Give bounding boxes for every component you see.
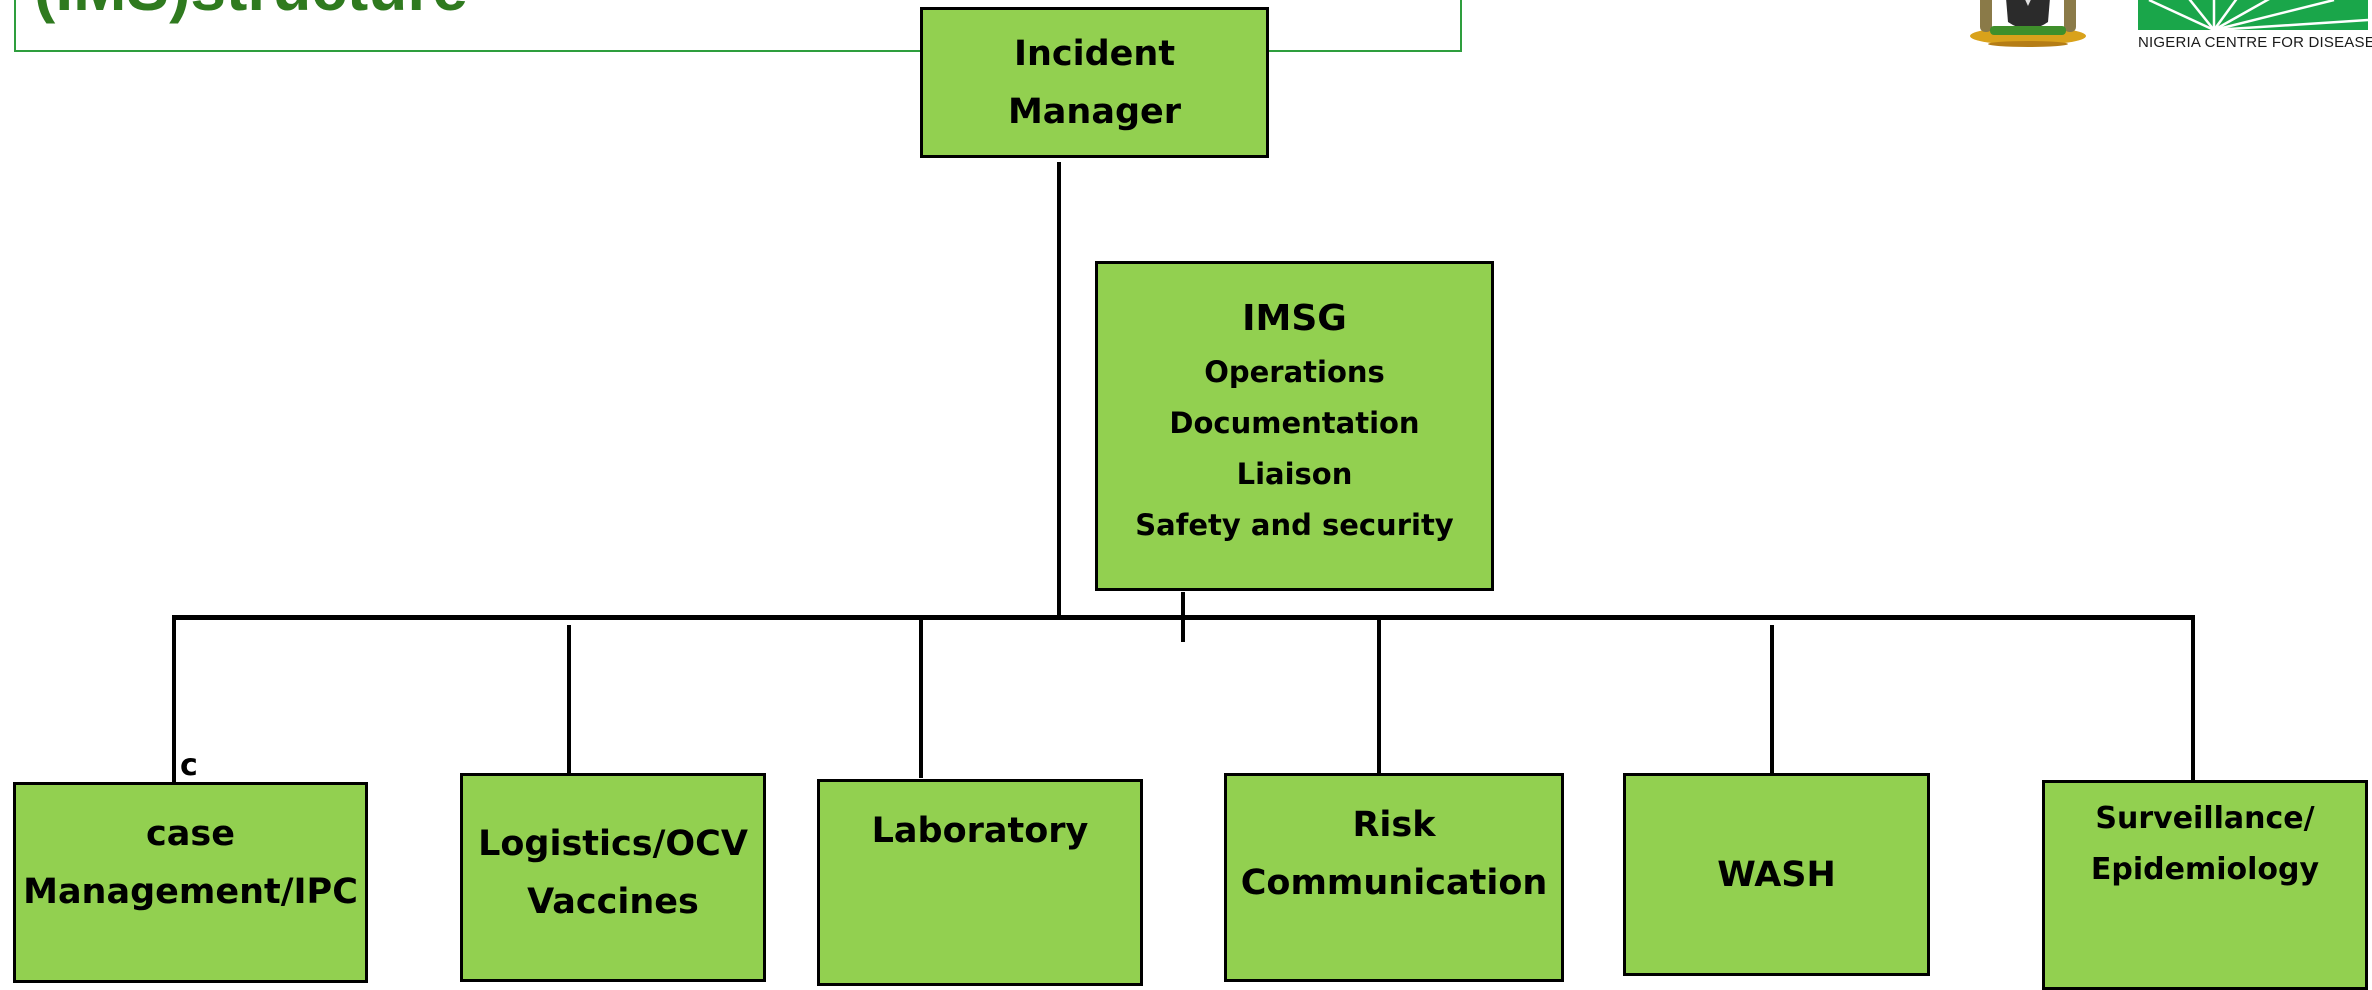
connector-manager-trunk	[1057, 162, 1061, 618]
pillar-logistics-box: Logistics/OCV Vaccines	[460, 773, 766, 982]
pillar-risk-communication-box: Risk Communication	[1224, 773, 1564, 982]
connector-laboratory	[919, 618, 923, 778]
connector-surveillance	[2191, 618, 2195, 780]
pillar-case-management-box: case Management/IPC	[13, 782, 368, 983]
imsg-item-safety: Safety and security	[1135, 508, 1454, 542]
pillar-risk-communication-line-2: Communication	[1240, 863, 1548, 903]
pillar-case-management-line-1: case	[146, 814, 235, 854]
connector-logistics	[567, 625, 571, 773]
ncdc-sunburst-logo-icon	[2138, 0, 2369, 32]
pillar-surveillance-line-2: Epidemiology	[2090, 852, 2320, 887]
incident-manager-line-2: Manager	[1007, 91, 1182, 132]
pillar-case-management-line-2: Management/IPC	[23, 872, 358, 912]
incident-manager-box: Incident Manager	[920, 7, 1269, 158]
pillar-logistics-line-2: Vaccines	[527, 881, 699, 922]
connector-imsg-stub	[1181, 592, 1185, 642]
imsg-item-liaison: Liaison	[1236, 457, 1353, 491]
pillar-risk-communication-line-1: Risk	[1352, 805, 1436, 845]
pillar-wash-line-1: WASH	[1717, 854, 1836, 895]
ncdc-logo-text: NIGERIA CENTRE FOR DISEASE CONTROL	[2138, 34, 2372, 51]
incident-manager-line-1: Incident	[1013, 33, 1176, 74]
title-banner: (IMS)structure	[14, 0, 1462, 52]
pillar-laboratory-box: Laboratory	[817, 779, 1143, 986]
pillar-logistics-line-1: Logistics/OCV	[478, 823, 748, 864]
pillar-surveillance-line-1: Surveillance/	[2095, 801, 2315, 836]
nigeria-coat-of-arms-icon	[1970, 0, 2086, 47]
connector-risk-communication	[1377, 618, 1381, 773]
imsg-item-documentation: Documentation	[1169, 406, 1420, 440]
imsg-box: IMSG Operations Documentation Liaison Sa…	[1095, 261, 1494, 591]
connector-wash	[1770, 625, 1774, 773]
stray-label: c	[180, 748, 198, 783]
imsg-title: IMSG	[1242, 298, 1347, 339]
pillar-wash-box: WASH	[1623, 773, 1930, 976]
connector-case-management	[172, 618, 176, 782]
page-title: (IMS)structure	[34, 0, 468, 26]
pillar-surveillance-box: Surveillance/ Epidemiology	[2042, 780, 2368, 990]
pillar-laboratory-line-1: Laboratory	[871, 811, 1089, 851]
imsg-item-operations: Operations	[1204, 355, 1385, 389]
